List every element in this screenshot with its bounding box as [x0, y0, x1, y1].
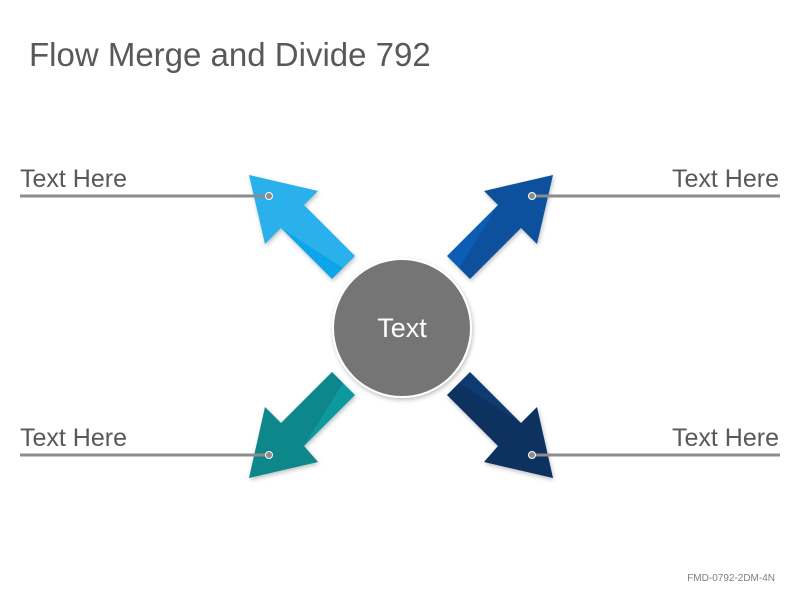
connector-dot-bottom-right: [528, 451, 536, 459]
connector-dot-top-left: [265, 192, 273, 200]
branch-label-bottom-right: Text Here: [672, 424, 779, 452]
arrow-bottom-right: [447, 372, 553, 478]
branch-label-top-left: Text Here: [20, 165, 127, 193]
arrow-bottom-left: [249, 372, 355, 478]
page-title: Flow Merge and Divide 792: [29, 36, 431, 73]
slide-code: FMD-0792-2DM-4N: [687, 573, 775, 584]
center-circle: [332, 258, 472, 398]
branch-label-top-right: Text Here: [672, 165, 779, 193]
branch-label-bottom-left: Text Here: [20, 424, 127, 452]
connector-dot-bottom-left: [265, 451, 273, 459]
arrow-top-right: [447, 175, 553, 279]
arrow-top-left: [249, 175, 355, 279]
center-label: Text: [377, 312, 427, 343]
connector-dot-top-right: [528, 192, 536, 200]
